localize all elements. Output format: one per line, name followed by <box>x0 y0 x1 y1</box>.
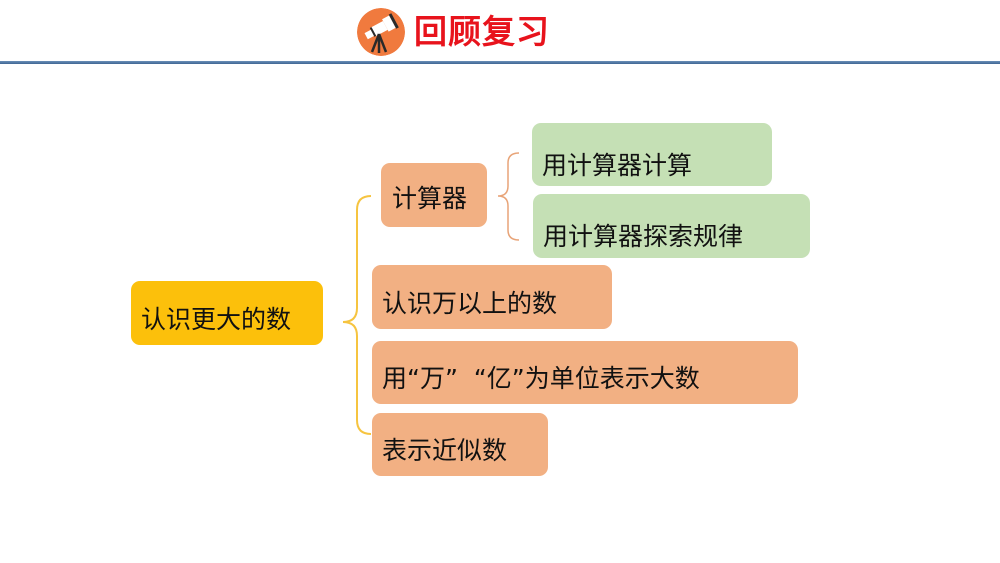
leaf-label: 用计算器探索规律 <box>543 222 744 251</box>
branch-label: 表示近似数 <box>382 436 508 465</box>
branch-calculator: 计算器 <box>381 163 487 227</box>
page-title: 回顾复习 <box>414 12 550 51</box>
root-label: 认识更大的数 <box>141 305 292 334</box>
branch-label: 认识万以上的数 <box>382 289 558 318</box>
leaf-calculate-with-calculator: 用计算器计算 <box>532 123 772 186</box>
branch-label: 用“万” “亿”为单位表示大数 <box>382 364 700 393</box>
telescope-icon <box>357 8 405 56</box>
leaf-label: 用计算器计算 <box>542 151 693 180</box>
main-brace <box>342 195 372 435</box>
root-node: 认识更大的数 <box>131 281 323 345</box>
branch-wan-yi-units: 用“万” “亿”为单位表示大数 <box>372 341 798 404</box>
leaf-explore-patterns: 用计算器探索规律 <box>533 194 810 258</box>
branch-numbers-above-wan: 认识万以上的数 <box>372 265 612 329</box>
header-divider <box>0 61 1000 64</box>
branch-approximate-numbers: 表示近似数 <box>372 413 548 476</box>
branch-calculator-label: 计算器 <box>392 183 468 213</box>
sub-brace <box>497 152 520 241</box>
